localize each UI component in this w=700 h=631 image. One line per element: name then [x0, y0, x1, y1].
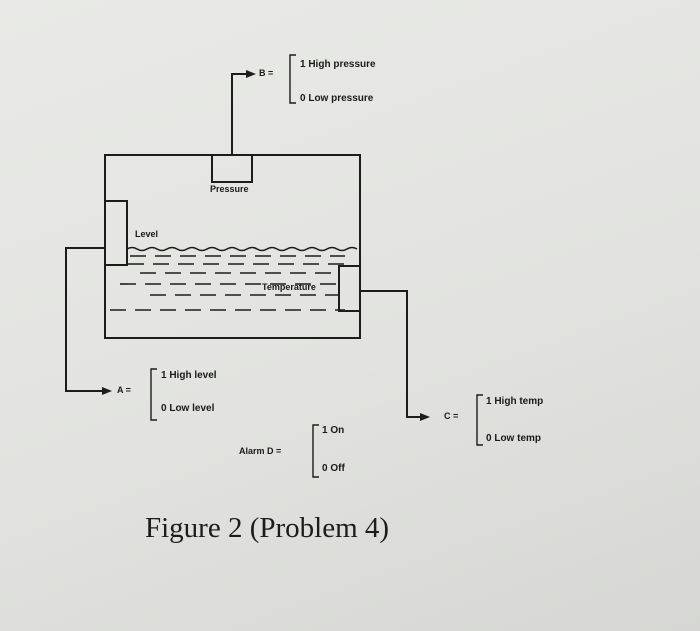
- pressure-label: Pressure: [210, 184, 249, 194]
- bracket-a: [150, 368, 157, 421]
- figure-caption: Figure 2 (Problem 4): [145, 512, 390, 544]
- signal-c-low: 0 Low temp: [486, 433, 542, 444]
- pressure-signal-line: [231, 73, 248, 155]
- alarm-d-off: 0 Off: [322, 463, 345, 474]
- signal-b-low: 0 Low pressure: [300, 93, 374, 104]
- temperature-label: Temperature: [262, 282, 316, 292]
- signal-a-high: 1 High level: [161, 370, 217, 381]
- arrow-b-icon: [246, 70, 256, 78]
- level-sensor: [104, 200, 128, 266]
- bracket-c: [476, 394, 483, 446]
- liquid-dashes: [110, 255, 345, 311]
- signal-c-high: 1 High temp: [486, 396, 544, 407]
- liquid-surface: [126, 246, 358, 252]
- pressure-sensor: [211, 154, 253, 183]
- bracket-d: [312, 424, 319, 478]
- temperature-signal-line: [360, 290, 422, 418]
- temperature-sensor: [338, 265, 361, 312]
- alarm-d-name: Alarm D =: [239, 446, 282, 456]
- signal-c-name: C =: [444, 411, 459, 421]
- signal-a-low: 0 Low level: [161, 403, 215, 414]
- signal-a-name: A =: [117, 385, 131, 395]
- level-label: Level: [135, 229, 159, 239]
- arrow-a-icon: [102, 387, 112, 395]
- level-signal-line: [65, 247, 105, 392]
- alarm-d-on: 1 On: [322, 425, 345, 436]
- signal-b-high: 1 High pressure: [300, 59, 376, 70]
- arrow-c-icon: [420, 413, 430, 421]
- bracket-b: [289, 54, 296, 104]
- signal-b-name: B =: [259, 68, 274, 78]
